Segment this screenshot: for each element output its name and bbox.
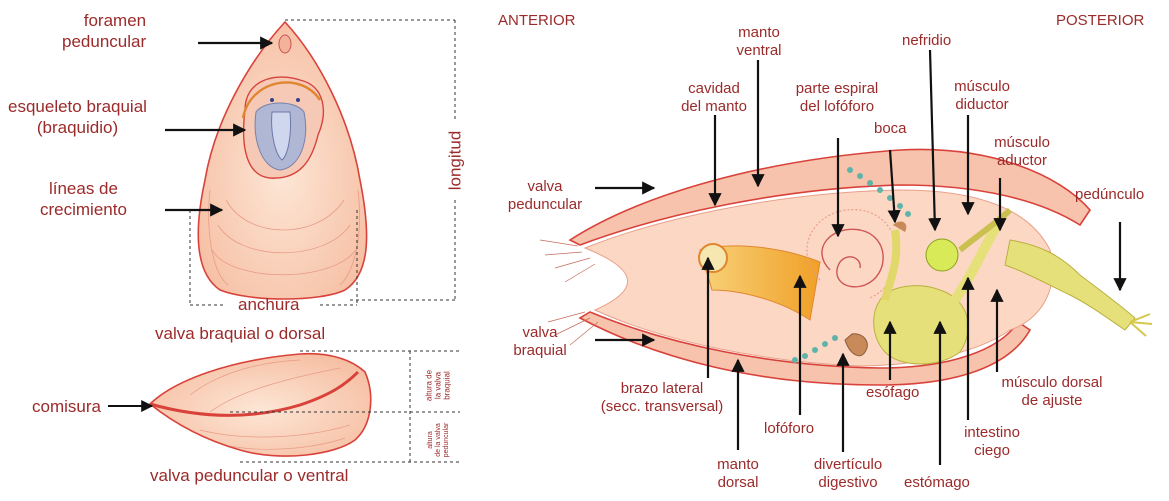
label-valva-peduncular: valva peduncular bbox=[500, 178, 590, 214]
label-diverticulo-1: divertículo bbox=[800, 456, 896, 474]
label-musculo-diductor: músculo diductor bbox=[942, 78, 1022, 114]
label-posterior: POSTERIOR bbox=[1056, 12, 1144, 29]
label-musculo-dorsal: músculo dorsal de ajuste bbox=[992, 374, 1112, 410]
label-altura-braquial-3: braquial bbox=[443, 356, 452, 416]
label-valva-peduncular-1: valva bbox=[500, 178, 590, 196]
label-brazo-lateral-1: brazo lateral bbox=[594, 380, 730, 398]
lateral-shell-view bbox=[108, 351, 460, 462]
brachidium-crura bbox=[270, 98, 274, 102]
label-foramen-line1: foramen bbox=[62, 10, 146, 31]
label-foramen: foramen peduncular bbox=[62, 10, 146, 52]
label-parte-espiral-1: parte espiral bbox=[780, 80, 894, 98]
label-musculo-dorsal-2: de ajuste bbox=[992, 392, 1112, 410]
label-diverticulo: divertículo digestivo bbox=[800, 456, 896, 492]
nephridium bbox=[926, 239, 958, 271]
label-manto-dorsal-1: manto bbox=[706, 456, 770, 474]
label-esofago: esófago bbox=[866, 384, 919, 402]
label-altura-peduncular-1: altura bbox=[427, 415, 435, 465]
label-esqueleto-line2: (braquidio) bbox=[8, 117, 147, 138]
label-cavidad-1: cavidad bbox=[662, 80, 766, 98]
label-esqueleto-line1: esqueleto braquial bbox=[8, 96, 147, 117]
dorsal-shell-view bbox=[165, 20, 455, 305]
label-valva-braquial-2: braquial bbox=[510, 342, 570, 360]
label-altura-braquial-1: altura de bbox=[425, 356, 434, 416]
label-aductor-1: músculo bbox=[982, 134, 1062, 152]
label-lineas-line2: crecimiento bbox=[40, 199, 127, 220]
label-manto-dorsal-2: dorsal bbox=[706, 474, 770, 492]
label-lineas: líneas de crecimiento bbox=[40, 178, 127, 220]
label-estomago: estómago bbox=[904, 474, 970, 492]
label-lofoforo: lofóforo bbox=[764, 420, 814, 438]
label-manto-dorsal: manto dorsal bbox=[706, 456, 770, 492]
label-altura-peduncular-3: peduncular bbox=[443, 415, 451, 465]
label-manto-ventral-1: manto bbox=[722, 24, 796, 42]
label-foramen-line2: peduncular bbox=[62, 31, 146, 52]
label-boca: boca bbox=[874, 120, 907, 138]
foramen-pedicle-opening bbox=[279, 35, 291, 53]
label-lineas-line1: líneas de bbox=[40, 178, 127, 199]
label-intestino: intestino ciego bbox=[952, 424, 1032, 460]
label-cavidad-2: del manto bbox=[662, 98, 766, 116]
label-intestino-2: ciego bbox=[952, 442, 1032, 460]
label-musculo-aductor: músculo aductor bbox=[982, 134, 1062, 170]
label-pedunculo: pedúnculo bbox=[1075, 186, 1144, 204]
label-valva-peduncular-ventral: valva peduncular o ventral bbox=[150, 465, 348, 486]
label-musculo-dorsal-1: músculo dorsal bbox=[992, 374, 1112, 392]
label-nefridio: nefridio bbox=[902, 32, 951, 50]
label-anchura: anchura bbox=[238, 294, 299, 315]
label-altura-braquial-2: la valva bbox=[434, 356, 443, 416]
label-brazo-lateral: brazo lateral (secc. transversal) bbox=[594, 380, 730, 416]
label-cavidad: cavidad del manto bbox=[662, 80, 766, 116]
label-parte-espiral: parte espiral del lofóforo bbox=[780, 80, 894, 116]
brachidium-crura-2 bbox=[296, 98, 300, 102]
label-altura-braquial: altura de la valva braquial bbox=[425, 356, 452, 416]
label-anterior: ANTERIOR bbox=[498, 12, 576, 29]
label-parte-espiral-2: del lofóforo bbox=[780, 98, 894, 116]
label-brazo-lateral-2: (secc. transversal) bbox=[594, 398, 730, 416]
label-aductor-2: aductor bbox=[982, 152, 1062, 170]
label-diductor-1: músculo bbox=[942, 78, 1022, 96]
label-longitud: longitud bbox=[445, 124, 466, 198]
label-altura-peduncular: altura de la valva peduncular bbox=[427, 415, 451, 465]
label-valva-braquial-1: valva bbox=[510, 324, 570, 342]
label-manto-ventral: manto ventral bbox=[722, 24, 796, 60]
label-valva-braquial: valva braquial bbox=[510, 324, 570, 360]
label-diductor-2: diductor bbox=[942, 96, 1022, 114]
label-comisura: comisura bbox=[32, 396, 101, 417]
label-esqueleto: esqueleto braquial (braquidio) bbox=[8, 96, 147, 138]
label-diverticulo-2: digestivo bbox=[800, 474, 896, 492]
label-altura-peduncular-2: de la valva bbox=[435, 415, 443, 465]
label-manto-ventral-2: ventral bbox=[722, 42, 796, 60]
label-valva-braquial-dorsal: valva braquial o dorsal bbox=[155, 323, 325, 344]
lateral-arm-cross-section bbox=[699, 244, 727, 272]
lateral-shell-outline bbox=[150, 354, 371, 456]
label-intestino-1: intestino bbox=[952, 424, 1032, 442]
label-valva-peduncular-2: peduncular bbox=[500, 196, 590, 214]
